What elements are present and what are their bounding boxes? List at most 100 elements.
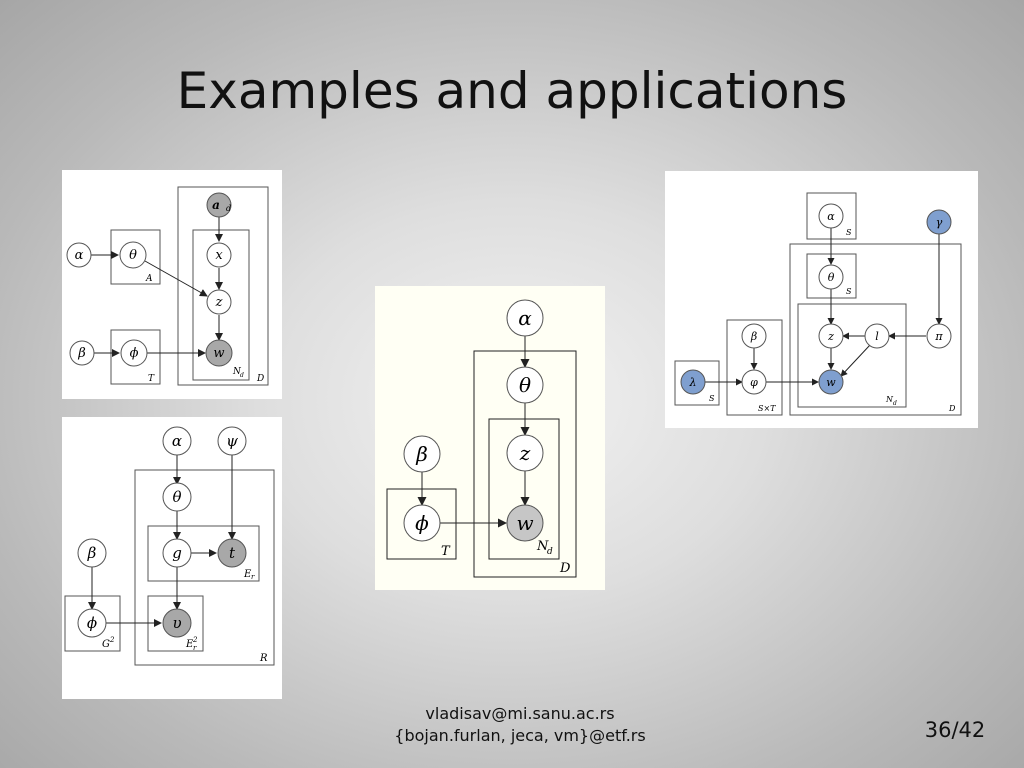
node-w xyxy=(818,369,844,395)
node-t xyxy=(217,538,247,568)
label-pi: π xyxy=(934,330,943,343)
node-z xyxy=(506,434,544,472)
footer-email-1: vladisav@mi.sanu.ac.rs xyxy=(425,704,615,723)
plate-A-label: A xyxy=(145,274,153,284)
label-beta: β xyxy=(750,330,757,343)
label-l: l xyxy=(875,330,879,343)
node-beta xyxy=(77,538,107,568)
node-phi xyxy=(403,504,441,542)
label-varphi: φ xyxy=(750,376,758,389)
label-z: z xyxy=(519,441,531,465)
plate-T-label: T xyxy=(148,374,155,384)
node-alpha xyxy=(818,203,844,229)
lda-diagram: α θ z β ϕ w T N d D xyxy=(375,286,605,590)
plate-S3 xyxy=(674,360,720,406)
node-beta xyxy=(403,435,441,473)
label-gamma: γ xyxy=(936,216,943,229)
plate-D-label: D xyxy=(559,561,571,576)
lda-svg: α θ z β ϕ w T N d D xyxy=(375,286,605,590)
footer-contact: vladisav@mi.sanu.ac.rs {bojan.furlan, je… xyxy=(360,703,680,747)
plate-Nd-sub: d xyxy=(240,372,244,379)
label-theta: θ xyxy=(129,248,137,263)
plate-D xyxy=(789,243,962,416)
node-a xyxy=(206,192,232,218)
plate-G2-label: G xyxy=(102,639,110,650)
node-psi xyxy=(217,426,247,456)
sentiment-diagram: α γ θ z l π β λ φ w S S S S×T N d D xyxy=(665,171,978,428)
label-phi: ϕ xyxy=(130,346,139,361)
label-w: w xyxy=(826,376,836,389)
plate-Nd xyxy=(192,229,250,381)
plate-Nd-sub: d xyxy=(893,400,897,407)
plate-R xyxy=(134,469,275,666)
plate-R-label: R xyxy=(259,653,268,664)
plate-Er2-sup: 2 xyxy=(192,636,198,644)
node-z xyxy=(206,289,232,315)
plate-Er-label: E xyxy=(243,569,252,580)
label-theta: θ xyxy=(828,271,835,284)
node-gamma xyxy=(926,209,952,235)
label-z: z xyxy=(827,330,834,343)
plate-SxT xyxy=(726,319,783,416)
label-w: w xyxy=(213,346,224,361)
plate-Nd xyxy=(797,303,907,408)
node-theta xyxy=(162,482,192,512)
label-a: a xyxy=(212,198,220,212)
sentiment-svg: α γ θ z l π β λ φ w S S S S×T N d D xyxy=(665,171,978,428)
node-pi xyxy=(926,323,952,349)
plate-G2-sup: 2 xyxy=(109,636,115,644)
node-beta xyxy=(69,340,95,366)
author-topic-diagram: a d x α θ z β ϕ w A T N d D xyxy=(62,170,282,399)
node-theta xyxy=(818,264,844,290)
node-beta xyxy=(741,323,767,349)
plate-S1-label: S xyxy=(846,228,852,237)
label-g: g xyxy=(172,544,182,562)
label-v: υ xyxy=(172,614,181,632)
label-theta: θ xyxy=(519,373,531,397)
plate-S2-label: S xyxy=(846,287,852,296)
label-alpha: α xyxy=(827,210,835,223)
plate-Nd xyxy=(488,418,560,560)
plate-D xyxy=(177,186,269,386)
plate-S3-label: S xyxy=(709,394,715,403)
node-alpha xyxy=(162,426,192,456)
label-w: w xyxy=(516,511,533,535)
label-x: x xyxy=(215,248,223,263)
plate-Er2-sub: r xyxy=(193,644,197,652)
node-w xyxy=(205,339,233,367)
node-lambda xyxy=(680,369,706,395)
plate-Nd-sub: d xyxy=(547,547,553,557)
node-l xyxy=(864,323,890,349)
plate-T-label: T xyxy=(441,544,451,559)
node-phi xyxy=(77,608,107,638)
slide-title: Examples and applications xyxy=(176,62,848,120)
plate-Er2-label: E xyxy=(185,639,194,650)
node-theta xyxy=(506,366,544,404)
plate-D-label: D xyxy=(948,404,956,413)
node-g xyxy=(162,538,192,568)
label-z: z xyxy=(215,295,223,310)
plate-Er-sub: r xyxy=(251,573,255,581)
label-psi: ψ xyxy=(226,432,238,450)
node-alpha xyxy=(66,242,92,268)
label-lambda: λ xyxy=(689,376,697,389)
label-phi: ϕ xyxy=(87,614,97,632)
label-theta: θ xyxy=(172,488,181,506)
label-beta: β xyxy=(77,346,86,361)
label-beta: β xyxy=(415,442,428,466)
label-alpha: α xyxy=(75,248,84,263)
plate-Nd-label: N xyxy=(885,395,894,404)
node-theta xyxy=(119,241,147,269)
node-alpha xyxy=(506,299,544,337)
plate-Nd-label: N xyxy=(536,539,549,554)
relational-svg: α ψ θ g t β ϕ υ E r G 2 E 2 r R xyxy=(62,417,282,699)
footer-email-2: {bojan.furlan, jeca, vm}@etf.rs xyxy=(394,726,646,745)
label-a-sub: d xyxy=(226,204,231,213)
node-x xyxy=(206,242,232,268)
plate-Er xyxy=(147,525,260,582)
label-beta: β xyxy=(87,544,97,562)
node-w xyxy=(506,504,544,542)
author-topic-svg: a d x α θ z β ϕ w A T N d D xyxy=(62,170,282,399)
node-z xyxy=(818,323,844,349)
label-t: t xyxy=(229,544,236,562)
